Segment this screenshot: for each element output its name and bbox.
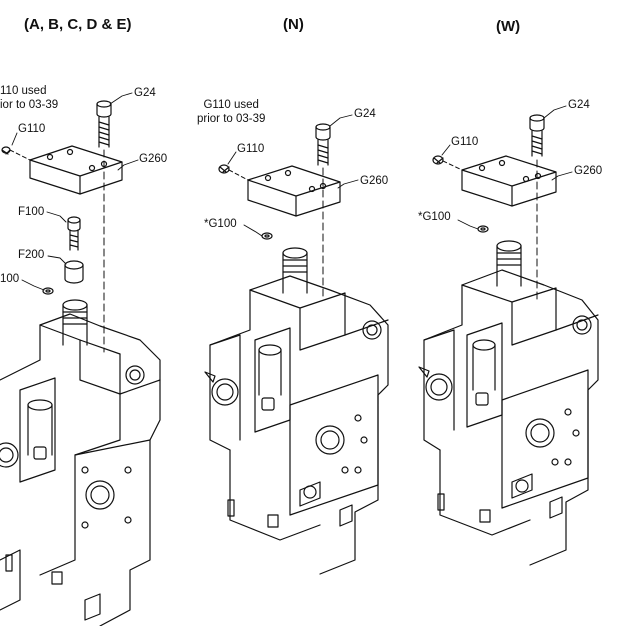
valve-stem-a (62, 299, 88, 346)
g100-washer-n (261, 232, 273, 240)
label-f100-a: F100 (18, 206, 45, 218)
label-g100-n: *G100 (204, 218, 237, 230)
g24-screw-w (529, 114, 545, 157)
label-g24-n: G24 (354, 108, 376, 120)
label-g24-a: G24 (134, 87, 156, 99)
g260-block-n (247, 165, 341, 217)
title-group-abcde: (A, B, C, D & E) (24, 16, 132, 33)
g110-screw-n (218, 164, 230, 174)
label-g110-a: G110 (18, 123, 46, 135)
assembly-w (418, 114, 599, 566)
g24-screw-a (96, 100, 112, 148)
label-g260-n: G260 (360, 175, 389, 187)
label-f200-a: F200 (18, 249, 45, 261)
note-n: G110 used prior to 03-39 (197, 98, 265, 126)
valve-stem-n (282, 247, 308, 294)
label-g24-w: G24 (568, 99, 590, 111)
leader-lines (11, 92, 573, 291)
valve-body-a (0, 313, 161, 626)
note-a-line2: ior to 03-39 (0, 99, 59, 111)
label-g110-n: G110 (237, 143, 265, 155)
note-a: 110 used ior to 03-39 (0, 84, 58, 112)
title-group-n: (N) (283, 16, 304, 33)
valve-body-n (204, 275, 389, 575)
note-n-line2: prior to 03-39 (197, 113, 266, 125)
label-g260-a: G260 (139, 153, 168, 165)
title-group-w: (W) (496, 18, 521, 35)
label-g260-w: G260 (574, 165, 603, 177)
label-g100-a: 100 (0, 273, 20, 285)
g260-block-a (29, 145, 123, 195)
f200-spacer-a (64, 260, 84, 284)
note-a-line1: 110 used (0, 85, 47, 97)
g100-washer-w (477, 225, 489, 233)
g110-screw-w (432, 155, 444, 165)
g24-screw-n (315, 123, 331, 166)
valve-body-w (418, 269, 599, 566)
assembly-a (0, 100, 161, 626)
g110-screw-a (1, 146, 11, 155)
valve-stem-w (496, 240, 522, 287)
g100-washer-a (42, 287, 54, 295)
assembly-n (204, 123, 389, 575)
g260-block-w (461, 155, 557, 207)
note-n-line1: G110 used (203, 99, 259, 111)
label-g110-w: G110 (451, 136, 479, 148)
f100-screw-a (67, 216, 81, 251)
label-g100-w: *G100 (418, 211, 451, 223)
